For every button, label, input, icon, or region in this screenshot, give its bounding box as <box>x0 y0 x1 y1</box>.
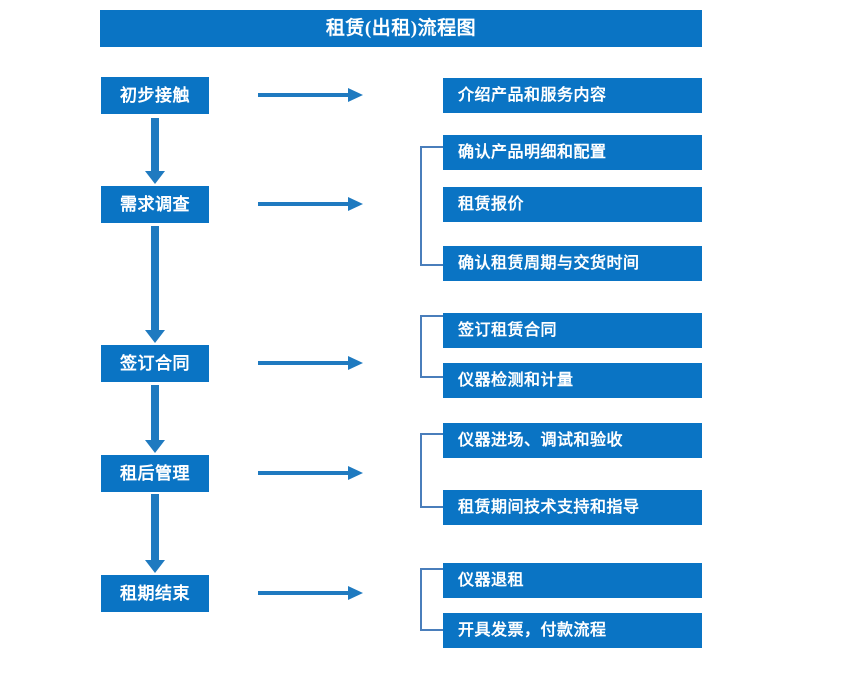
detail-box-sign-rental-contract[interactable]: 签订租赁合同 <box>443 313 702 348</box>
vertical-arrow-down-1 <box>145 118 165 184</box>
bracket-needs-survey-group <box>420 146 443 266</box>
horizontal-arrow-sign-contract <box>258 356 363 370</box>
bracket-sign-contract-group <box>420 315 443 378</box>
vertical-arrow-down-3 <box>145 385 165 453</box>
detail-box-introduce-products[interactable]: 介绍产品和服务内容 <box>443 78 702 113</box>
horizontal-arrow-initial-contact <box>258 88 363 102</box>
detail-box-invoice-payment-process[interactable]: 开具发票，付款流程 <box>443 613 702 648</box>
detail-box-instrument-test-metering[interactable]: 仪器检测和计量 <box>443 363 702 398</box>
bracket-post-rental-group <box>420 433 443 508</box>
horizontal-arrow-rental-period-end <box>258 586 363 600</box>
stage-box-needs-survey[interactable]: 需求调查 <box>101 186 209 223</box>
stage-box-post-rental-management[interactable]: 租后管理 <box>101 455 209 492</box>
detail-box-instrument-return[interactable]: 仪器退租 <box>443 563 702 598</box>
detail-box-instrument-install-acceptance[interactable]: 仪器进场、调试和验收 <box>443 423 702 458</box>
vertical-arrow-down-4 <box>145 494 165 573</box>
bracket-rental-end-group <box>420 568 443 631</box>
page-title: 租赁(出租)流程图 <box>100 10 702 47</box>
stage-box-rental-period-end[interactable]: 租期结束 <box>101 575 209 612</box>
stage-box-initial-contact[interactable]: 初步接触 <box>101 77 209 114</box>
detail-box-rental-quotation[interactable]: 租赁报价 <box>443 187 702 222</box>
detail-box-confirm-product-specs[interactable]: 确认产品明细和配置 <box>443 135 702 170</box>
detail-box-tech-support-guidance[interactable]: 租赁期间技术支持和指导 <box>443 490 702 525</box>
horizontal-arrow-post-rental-management <box>258 466 363 480</box>
detail-box-confirm-period-delivery[interactable]: 确认租赁周期与交货时间 <box>443 246 702 281</box>
vertical-arrow-down-2 <box>145 226 165 343</box>
stage-box-sign-contract[interactable]: 签订合同 <box>101 345 209 382</box>
horizontal-arrow-needs-survey <box>258 197 363 211</box>
